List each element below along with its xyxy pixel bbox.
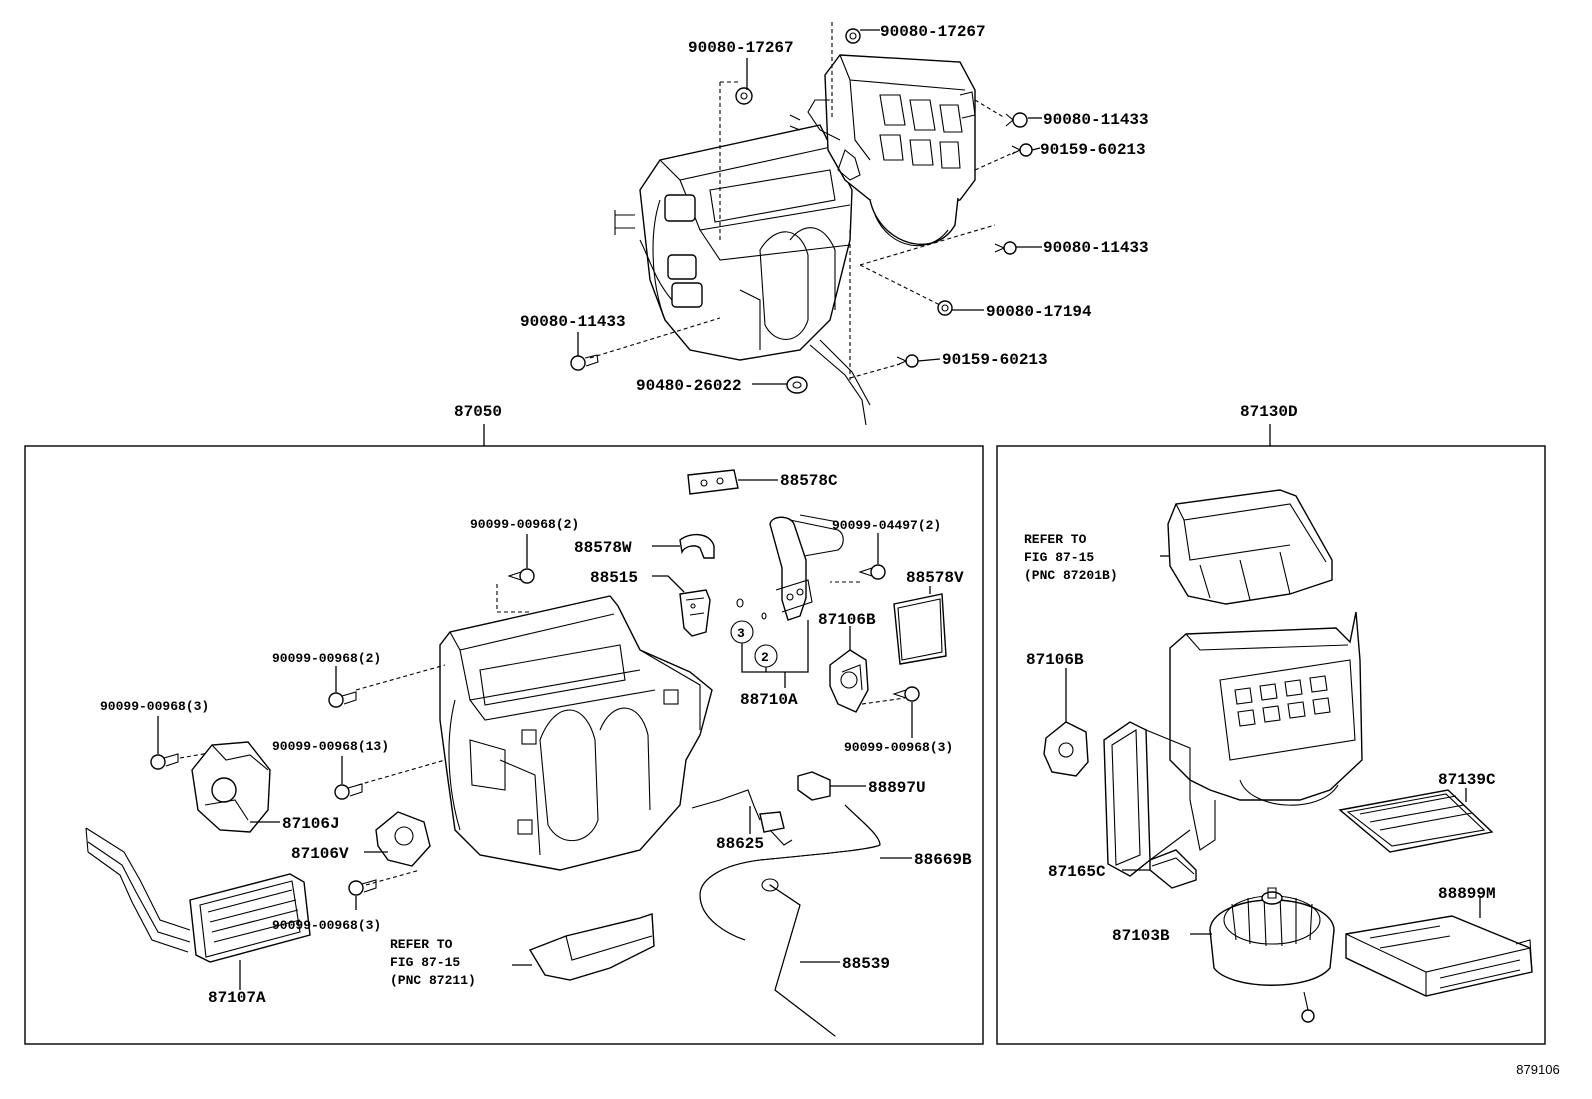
screw-icon bbox=[858, 533, 886, 580]
part-88899M bbox=[1345, 898, 1533, 997]
part-label: 90099-04497(2) bbox=[832, 518, 941, 533]
top-unit-housing bbox=[614, 124, 871, 426]
part-label: 90080-11433 bbox=[1043, 239, 1149, 257]
part-87106J bbox=[191, 741, 280, 833]
part-label: 90159-60213 bbox=[942, 351, 1048, 369]
part-label: 87106B bbox=[1026, 651, 1084, 669]
reference-note-line: FIG 87-15 bbox=[1024, 550, 1094, 565]
part-label: 88578V bbox=[906, 569, 964, 587]
part-label: 90080-17267 bbox=[880, 23, 986, 41]
part-label: 88897U bbox=[868, 779, 926, 797]
part-label: 88899M bbox=[1438, 885, 1496, 903]
part-88578W bbox=[652, 533, 715, 559]
box-87050: 87050 bbox=[24, 403, 984, 1045]
part-label: 90099-00968(2) bbox=[272, 651, 381, 666]
part-label: 88625 bbox=[716, 835, 764, 853]
screw-icon bbox=[994, 241, 1017, 255]
part-87139C bbox=[1338, 788, 1494, 853]
part-88539 bbox=[761, 878, 840, 1037]
grommet-icon bbox=[786, 376, 808, 394]
screw-icon bbox=[896, 354, 919, 368]
part-label: 87106B bbox=[818, 611, 876, 629]
callout-number: 3 bbox=[737, 626, 745, 641]
part-88625 bbox=[691, 789, 793, 846]
screw-icon bbox=[334, 756, 363, 800]
reference-note-line: REFER TO bbox=[1024, 532, 1087, 547]
screw-icon bbox=[150, 716, 179, 770]
part-label: 90480-26022 bbox=[636, 377, 742, 395]
box-frame bbox=[996, 445, 1546, 1045]
reference-note-line: FIG 87-15 bbox=[390, 955, 460, 970]
part-87103B bbox=[1190, 887, 1335, 1023]
part-label: 90099-00968(2) bbox=[470, 517, 579, 532]
box-title: 87130D bbox=[1240, 403, 1298, 421]
part-88897U bbox=[797, 771, 866, 801]
part-87106V bbox=[364, 811, 431, 867]
figure-number: 879106 bbox=[1516, 1062, 1559, 1077]
callout-number: 2 bbox=[761, 650, 769, 665]
top-assembly: 90080-17267 90080-17267 90080-11433 9015… bbox=[520, 22, 1149, 426]
part-label: 90099-00968(3) bbox=[100, 699, 209, 714]
part-87106B-right bbox=[1043, 668, 1089, 777]
part-label: 90080-11433 bbox=[1043, 111, 1149, 129]
part-label: 88578C bbox=[780, 472, 838, 490]
screw-icon bbox=[507, 534, 535, 584]
part-label: 88539 bbox=[842, 955, 890, 973]
part-label: 90099-00968(3) bbox=[272, 918, 381, 933]
box-frame bbox=[24, 445, 984, 1045]
top-unit-blower bbox=[789, 54, 976, 247]
nut-icon bbox=[937, 300, 953, 316]
part-87106B-left bbox=[829, 626, 869, 713]
top-fasteners bbox=[570, 28, 1033, 394]
top-leader-lines bbox=[589, 22, 1016, 380]
heater-unit bbox=[439, 595, 713, 871]
part-label: 87139C bbox=[1438, 771, 1496, 789]
reference-note-line: (PNC 87211) bbox=[390, 973, 476, 988]
blower-housing bbox=[1103, 611, 1363, 877]
part-88669B bbox=[699, 804, 912, 941]
box-87130D: 87130D bbox=[996, 403, 1546, 1045]
screw-icon bbox=[328, 666, 357, 708]
part-88578C bbox=[687, 469, 778, 495]
part-label: 90080-17267 bbox=[688, 39, 794, 57]
part-88578V bbox=[893, 586, 947, 665]
part-label: 90080-11433 bbox=[520, 313, 626, 331]
part-label: 90080-17194 bbox=[986, 303, 1092, 321]
screw-icon bbox=[892, 686, 920, 738]
part-label: 88515 bbox=[590, 569, 638, 587]
part-label: 87103B bbox=[1112, 927, 1170, 945]
left-leader-lines bbox=[179, 581, 906, 886]
part-label: 88669B bbox=[914, 851, 972, 869]
nut-icon bbox=[735, 87, 753, 105]
part-label: 88578W bbox=[574, 539, 632, 557]
nut-icon bbox=[845, 28, 861, 44]
part-label: 87107A bbox=[208, 989, 266, 1007]
box-title: 87050 bbox=[454, 403, 502, 421]
part-label: 87106J bbox=[282, 815, 340, 833]
part-label: 88710A bbox=[740, 691, 798, 709]
reference-note-line: REFER TO bbox=[390, 937, 453, 952]
part-87165C bbox=[1122, 849, 1197, 889]
screw-icon bbox=[348, 879, 377, 910]
part-label: 90159-60213 bbox=[1040, 141, 1146, 159]
part-88710A-pipes bbox=[730, 514, 844, 688]
top-label-leaders bbox=[577, 29, 1042, 385]
part-88515 bbox=[652, 575, 711, 637]
part-87107A bbox=[85, 827, 311, 990]
part-87201B-reference bbox=[1160, 489, 1333, 605]
reference-note-line: (PNC 87201B) bbox=[1024, 568, 1118, 583]
part-87211-reference bbox=[512, 913, 655, 981]
screw-icon bbox=[1011, 143, 1033, 157]
part-label: 87165C bbox=[1048, 863, 1106, 881]
part-label: 90099-00968(13) bbox=[272, 739, 389, 754]
part-label: 87106V bbox=[291, 845, 349, 863]
screw-icon bbox=[1005, 112, 1028, 128]
part-label: 90099-00968(3) bbox=[844, 740, 953, 755]
